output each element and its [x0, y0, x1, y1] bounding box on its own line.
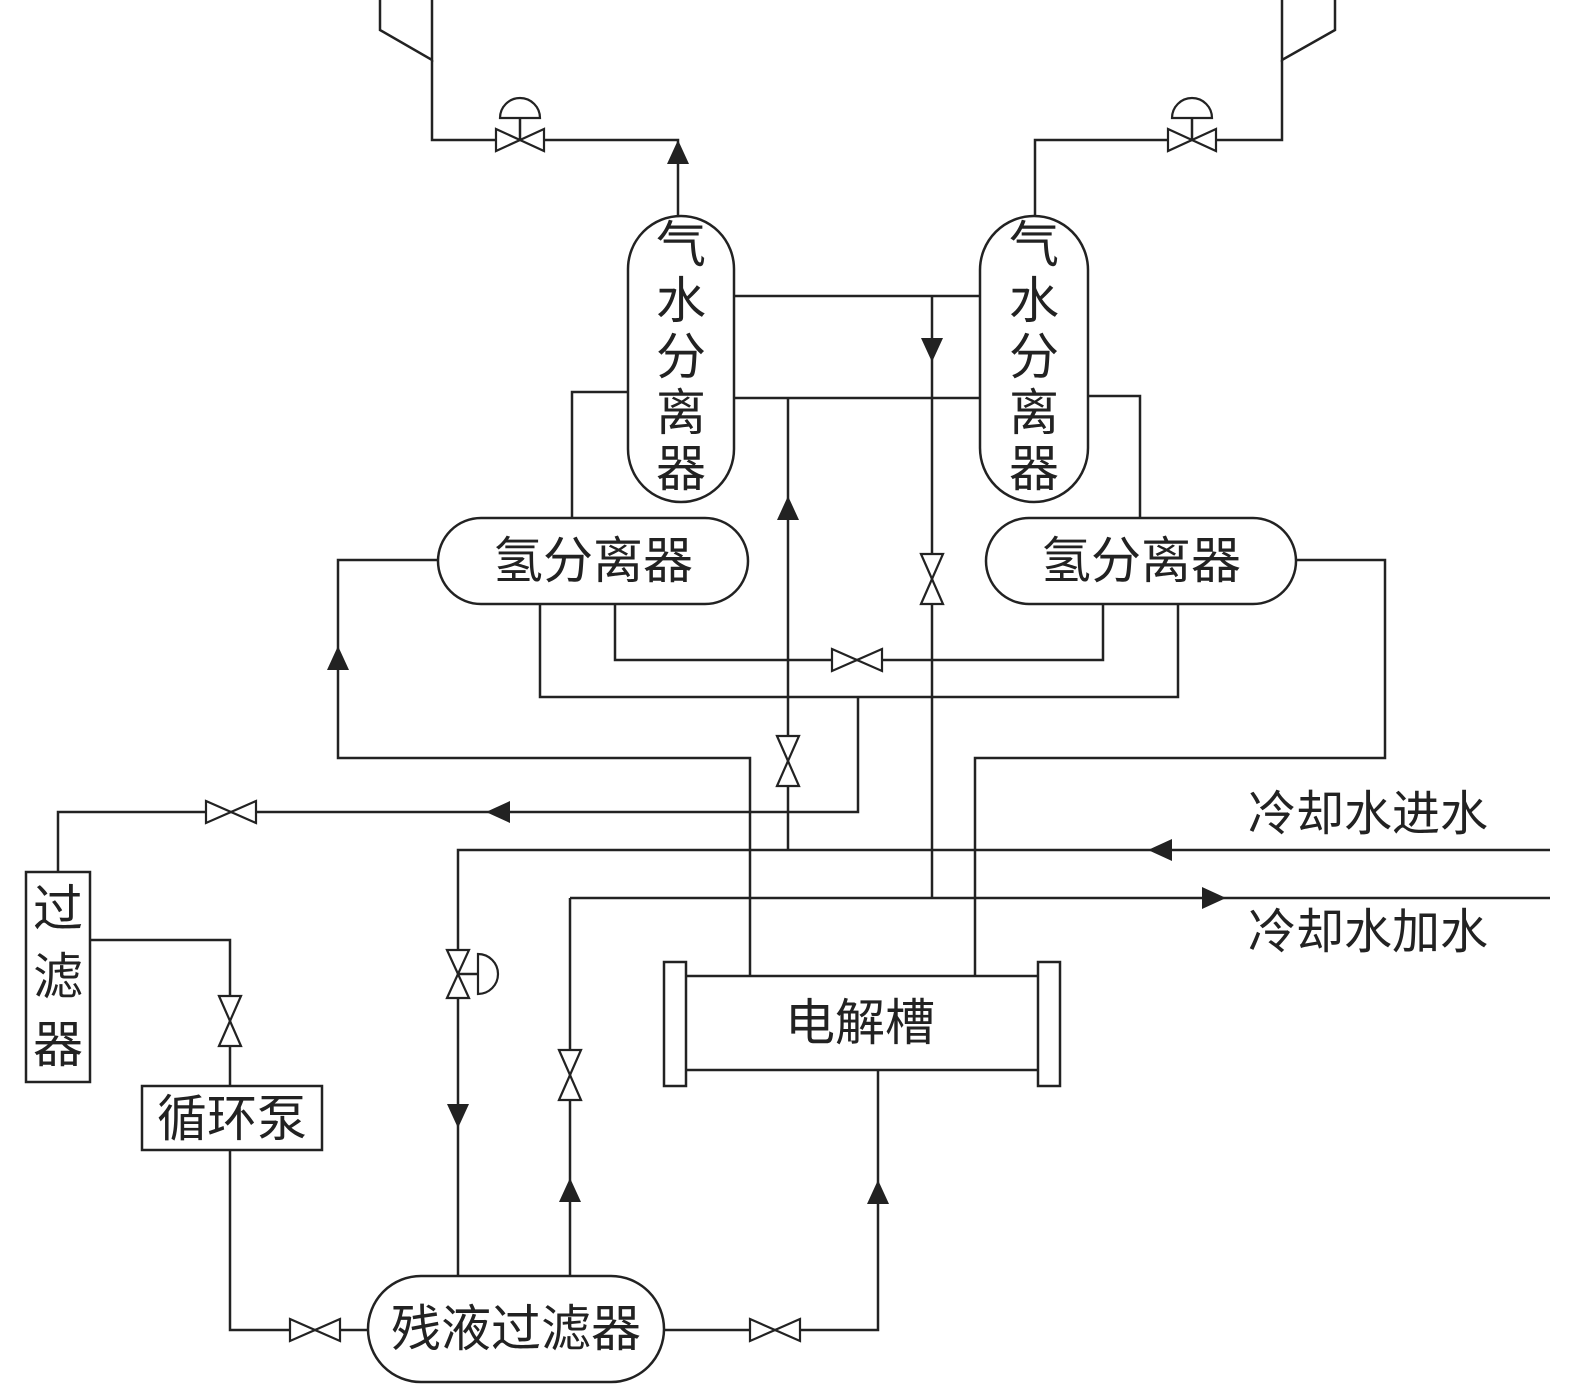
hydrogen-separator-right [984, 516, 1298, 606]
arrow-up [777, 496, 799, 520]
filter-label: 过 滤 器 [33, 880, 83, 1074]
pipe-residue-to-electrolyzer [662, 1070, 880, 1332]
arrow-left [1148, 839, 1172, 861]
pipe-h2-link-outer [538, 604, 1180, 699]
gas-water-separator-right [978, 214, 1090, 504]
arrow-right [1202, 887, 1226, 909]
arrow-down [921, 338, 943, 362]
residue-filter-vessel [366, 1274, 666, 1384]
hydrogen-separator-right-label: 氢分离器 [1041, 532, 1241, 590]
valve-horizontal [288, 1317, 342, 1343]
svg-text:分: 分 [1009, 328, 1059, 386]
svg-text:水: 水 [656, 272, 706, 330]
hydrogen-separator-left-label: 氢分离器 [493, 532, 693, 590]
valve-vertical [919, 552, 945, 606]
electrolyzer-label: 电解槽 [785, 994, 935, 1052]
gas-water-separator-right-label: 气 水 分 离 器 [1009, 216, 1059, 498]
hydrogen-separator-left [436, 516, 750, 606]
electrolyzer-body [682, 974, 1042, 1072]
pipe-cooling-inlet [456, 848, 1550, 1276]
arrow-up [667, 140, 689, 164]
pipe-h2-link-inner [613, 604, 1105, 662]
arrow-down [447, 1104, 469, 1128]
residue-filter-label: 残液过滤器 [391, 1300, 641, 1358]
svg-text:分: 分 [656, 328, 706, 386]
pipe-filter-to-pump [90, 938, 232, 1086]
svg-text:器: 器 [656, 440, 706, 498]
control-valve-cooling [445, 948, 500, 1000]
vent-outlet-right [1280, 0, 1337, 63]
pipe-right-vent [1033, 60, 1284, 222]
pipe-pump-to-residue [228, 1150, 368, 1332]
circulation-pump-label: 循环泵 [157, 1090, 307, 1148]
arrow-up [559, 1178, 581, 1202]
svg-text:水: 水 [1009, 272, 1059, 330]
svg-text:滤: 滤 [33, 948, 83, 1006]
circulation-pump-box [140, 1084, 324, 1152]
electrolyzer-flange-left [662, 960, 688, 1088]
gas-water-separator-left-label: 气 水 分 离 器 [656, 216, 706, 498]
pipe-to-filter [56, 697, 860, 872]
svg-text:离: 离 [1009, 384, 1059, 442]
pipe-h2-left-up [570, 390, 628, 520]
cooling-water-makeup-label: 冷却水加水 [1248, 904, 1488, 960]
arrow-up [867, 1180, 889, 1204]
pipe-left-vent [430, 60, 680, 222]
pipe-electrolyzer-left [336, 558, 752, 978]
valve-vertical [557, 1048, 583, 1102]
svg-text:气: 气 [1009, 216, 1059, 274]
valve-horizontal [204, 799, 258, 825]
arrow-left [486, 801, 510, 823]
filter-box [24, 870, 92, 1084]
pipe-electrolyzer-right [973, 558, 1387, 978]
svg-text:器: 器 [33, 1016, 83, 1074]
arrow-up [327, 646, 349, 670]
svg-text:过: 过 [33, 880, 83, 938]
valve-horizontal [748, 1317, 802, 1343]
svg-text:离: 离 [656, 384, 706, 442]
vent-outlet-left [378, 0, 434, 63]
svg-text:器: 器 [1009, 440, 1059, 498]
valve-vertical [775, 734, 801, 788]
control-valve-right [1166, 96, 1218, 153]
control-valve-left [494, 96, 546, 153]
svg-text:气: 气 [656, 216, 706, 274]
electrolyzer-flange-right [1036, 960, 1062, 1088]
pipe-h2-right-up [1088, 394, 1142, 520]
valve-vertical [217, 994, 243, 1048]
valve-horizontal [830, 647, 884, 673]
gas-water-separator-left [626, 214, 736, 504]
cooling-water-inlet-label: 冷却水进水 [1248, 786, 1488, 842]
